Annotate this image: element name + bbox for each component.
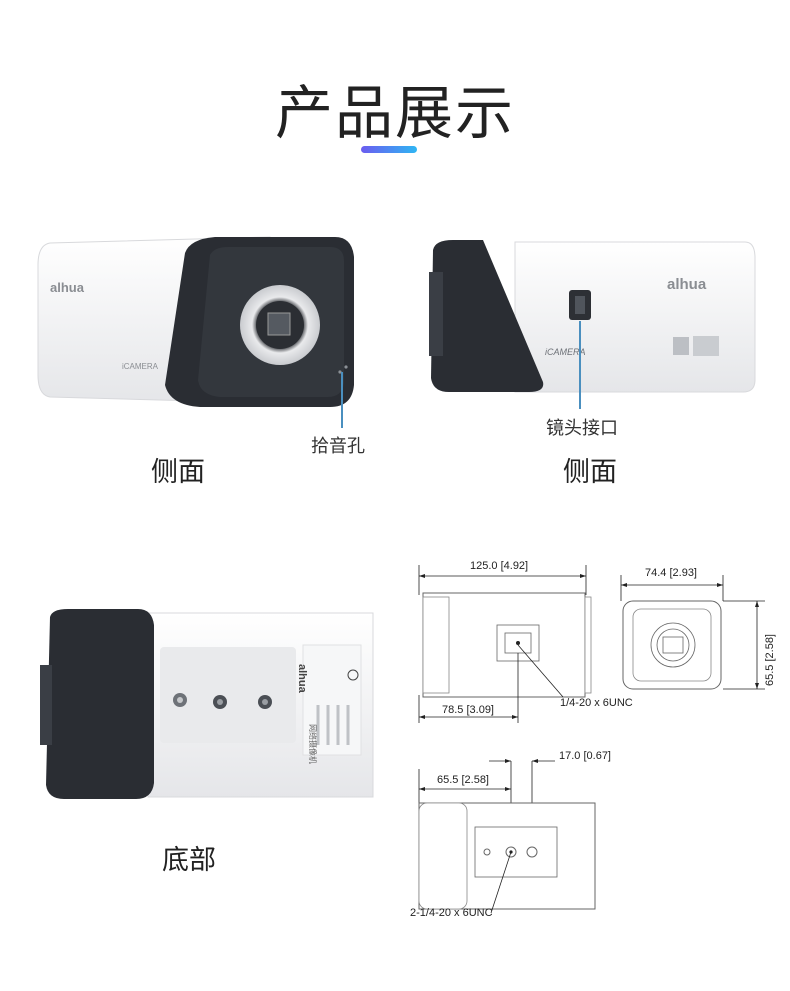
dim-bottom-offset-a: 65.5 [2.58] <box>437 774 489 786</box>
dim-front-height: 65.5 [2.58] <box>764 634 776 686</box>
camera-side-view-left <box>37 236 354 407</box>
caption-bottom: 底部 <box>162 845 216 876</box>
mic-hole-callout: 拾音孔 <box>311 436 365 457</box>
camera-model-text: iCAMERA <box>122 362 159 371</box>
title-accent-bar <box>361 146 417 153</box>
logo-text: alhua <box>50 280 84 295</box>
dim-bottom-offset-b: 17.0 [0.67] <box>559 750 611 762</box>
mic-callout-line <box>341 372 343 428</box>
dim-bottom-mount: 2-1/4-20 x 6UNC <box>410 907 493 919</box>
bottom-label-text: 网络摄像机 <box>308 724 317 764</box>
bottom-label-logo: alhua <box>296 664 308 693</box>
caption-side-left: 侧面 <box>151 457 205 488</box>
dim-front-width: 74.4 [2.93] <box>645 567 697 579</box>
dim-top-width: 125.0 [4.92] <box>470 560 529 572</box>
camera-model-text: iCAMERA <box>545 347 586 357</box>
dim-top-mount: 1/4-20 x 6UNC <box>560 697 633 709</box>
lens-callout-line <box>579 321 581 409</box>
lens-mount-callout: 镜头接口 <box>546 418 618 439</box>
page-title: 产品展示 <box>274 79 515 147</box>
dim-top-offset: 78.5 [3.09] <box>442 704 494 716</box>
camera-side-view-right <box>429 240 756 393</box>
dimension-drawing-top <box>418 565 765 723</box>
dimension-drawing-bottom <box>418 759 596 914</box>
logo-text: alhua <box>667 276 707 293</box>
caption-side-right: 侧面 <box>563 457 617 488</box>
camera-bottom-view <box>40 609 374 799</box>
